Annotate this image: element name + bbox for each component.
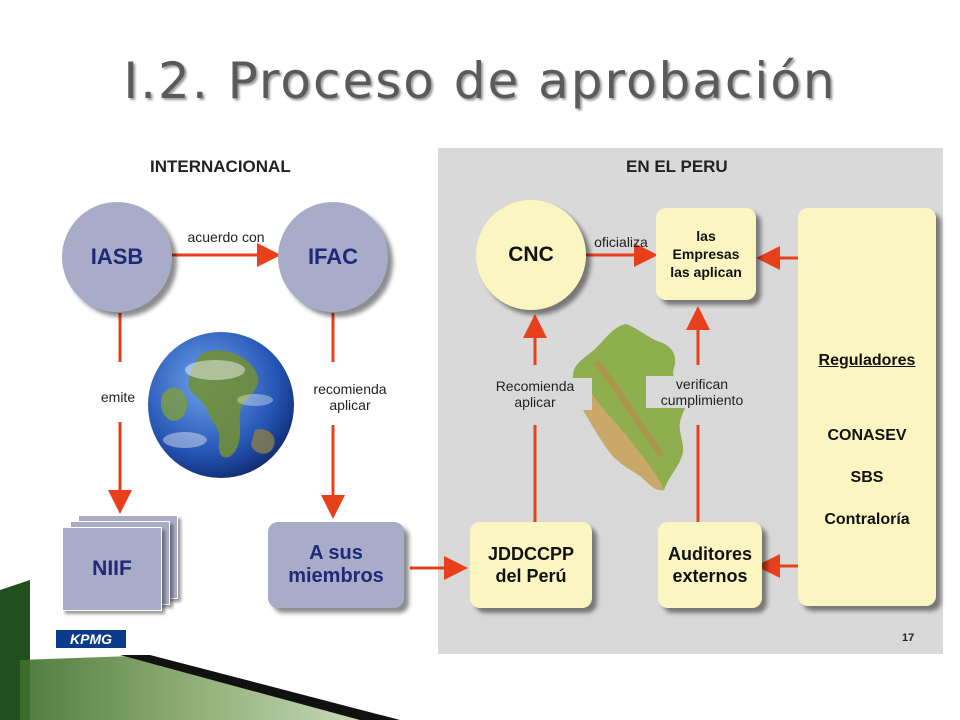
iasb-node: IASB bbox=[62, 202, 172, 312]
auditores-node: Auditores externos bbox=[658, 522, 762, 608]
peru-map-icon bbox=[572, 324, 688, 491]
reguladores-item: SBS bbox=[850, 469, 884, 486]
label-oficializa: oficializa bbox=[594, 234, 648, 250]
label-verifican-cumplimiento: verifican cumplimiento bbox=[646, 376, 758, 408]
label-acuerdo-con: acuerdo con bbox=[187, 229, 265, 245]
reguladores-box: Reguladores CONASEV SBS Contraloría bbox=[798, 208, 936, 606]
label-recomienda-aplicar-peru: Recomienda aplicar bbox=[478, 378, 592, 410]
globe-icon bbox=[148, 332, 294, 478]
label-emite: emite bbox=[100, 389, 136, 405]
reguladores-item: CONASEV bbox=[827, 427, 907, 444]
reguladores-heading: Reguladores bbox=[818, 352, 916, 369]
cnc-node: CNC bbox=[476, 200, 586, 310]
slide-title: I.2. Proceso de aprobación bbox=[123, 52, 837, 110]
kpmg-logo: KPMG bbox=[56, 630, 126, 648]
niif-document-stack: NIIF bbox=[60, 515, 180, 611]
jddccpp-node: JDDCCPP del Perú bbox=[470, 522, 592, 608]
label-recomienda-aplicar: recomienda aplicar bbox=[313, 381, 387, 413]
page-number: 17 bbox=[902, 632, 915, 644]
niif-node: NIIF bbox=[62, 527, 162, 611]
corner-decoration bbox=[0, 580, 400, 720]
reguladores-item: Contraloría bbox=[824, 511, 910, 528]
ifac-node: IFAC bbox=[278, 202, 388, 312]
international-heading: INTERNACIONAL bbox=[150, 157, 291, 176]
empresas-node: las Empresas las aplican bbox=[656, 208, 756, 300]
miembros-node: A sus miembros bbox=[268, 522, 404, 608]
peru-heading: EN EL PERU bbox=[626, 157, 728, 176]
